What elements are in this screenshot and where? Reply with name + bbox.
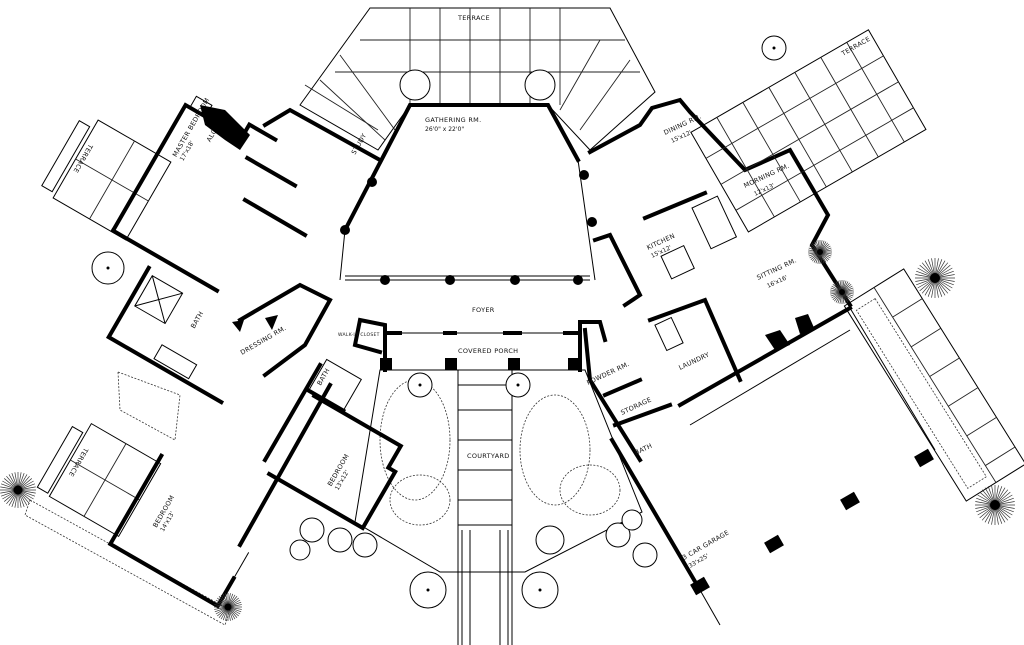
room-label: WALK-IN CLOSET: [338, 332, 380, 338]
master-bath: BATH: [105, 265, 225, 405]
terrace-left-bottom: TERRACE: [36, 422, 162, 538]
gathering-room: GATHERING RM. 26'0" x 22'0": [339, 103, 597, 285]
study: STUDY: [200, 105, 383, 238]
covered-porch: COVERED PORCH: [352, 317, 608, 372]
room-label: POWDER RM.: [585, 360, 630, 387]
bedroom-1: BEDROOM 14'x13': [107, 452, 250, 609]
trees: [0, 240, 1015, 621]
room-label: LAUNDRY: [677, 351, 710, 372]
tree-icon: [915, 258, 955, 298]
room-label: GATHERING RM.: [425, 116, 481, 124]
room-label: TERRACE: [839, 35, 872, 58]
tree-icon: [975, 485, 1015, 525]
tree-icon: [0, 472, 36, 508]
room-label: DRESSING RM.: [239, 324, 288, 357]
dressing-room: DRESSING RM.: [232, 282, 333, 378]
room-label: BATH: [189, 310, 205, 330]
planter-icon: [399, 69, 431, 101]
garage: 3 CAR GARAGE 33'x25': [609, 305, 936, 626]
service-rooms: LAUNDRY STORAGE POWDER RM. BATH: [582, 297, 743, 463]
room-label: COURTYARD: [467, 452, 510, 460]
room-label: COVERED PORCH: [458, 347, 518, 355]
courtyard: COURTYARD: [289, 369, 658, 645]
planter-icon: [524, 69, 556, 101]
room-label: FOYER: [472, 306, 495, 314]
room-label: TERRACE: [67, 446, 90, 479]
tree-icon: [214, 593, 242, 621]
room-dimension: 26'0" x 22'0": [425, 126, 464, 133]
terrace-left-top: TERRACE: [41, 119, 172, 241]
planter-strip: [843, 268, 1024, 502]
terrace-right: TERRACE: [690, 29, 927, 233]
room-label: BATH: [633, 442, 653, 457]
terrace-top: TERRACE: [299, 7, 656, 151]
dining-morning-kitchen: DINING RM. 15'x12' MORNING RM. 12'x13' K…: [587, 97, 853, 350]
tree-icon: [808, 240, 832, 264]
tree-icon: [830, 280, 854, 304]
room-label: TERRACE: [457, 14, 490, 22]
